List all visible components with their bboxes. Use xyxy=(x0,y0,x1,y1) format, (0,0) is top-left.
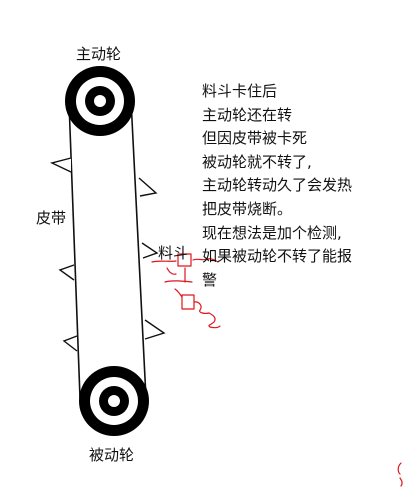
belt-buckets xyxy=(49,157,166,352)
red-sketch xyxy=(151,253,403,487)
bucket-left-3 xyxy=(62,335,78,352)
note-line: 把皮带烧断。 xyxy=(202,199,293,218)
bucket-left-1 xyxy=(49,157,72,173)
bucket-right-1 xyxy=(138,177,158,197)
belt-label: 皮带 xyxy=(36,209,67,227)
note-line: 但因皮带被卡死 xyxy=(202,129,308,148)
bucket-right-3 xyxy=(144,319,166,340)
driven-wheel-label: 被动轮 xyxy=(89,446,135,464)
note-line: 被动轮就不转了, xyxy=(202,152,312,171)
bucket-left-2 xyxy=(58,264,75,281)
note-line: 现在想法是加个检测, xyxy=(202,223,342,242)
belt-outline xyxy=(68,99,147,399)
note-line: 主动轮还在转 xyxy=(202,105,293,124)
note-line: 如果被动轮不转了能报 xyxy=(202,247,353,266)
bucket-label: 料斗 xyxy=(158,244,189,262)
note-text: 料斗卡住后 主动轮还在转 但因皮带被卡死 被动轮就不转了, 主动轮转动久了会发热… xyxy=(202,80,352,292)
note-line: 主动轮转动久了会发热 xyxy=(202,176,353,195)
driven-wheel xyxy=(79,366,149,436)
note-line: 料斗卡住后 xyxy=(202,82,278,100)
bucket-right-2 xyxy=(141,242,159,259)
driving-wheel xyxy=(65,66,135,136)
note-line: 警 xyxy=(202,270,218,289)
driving-wheel-label: 主动轮 xyxy=(76,45,122,63)
